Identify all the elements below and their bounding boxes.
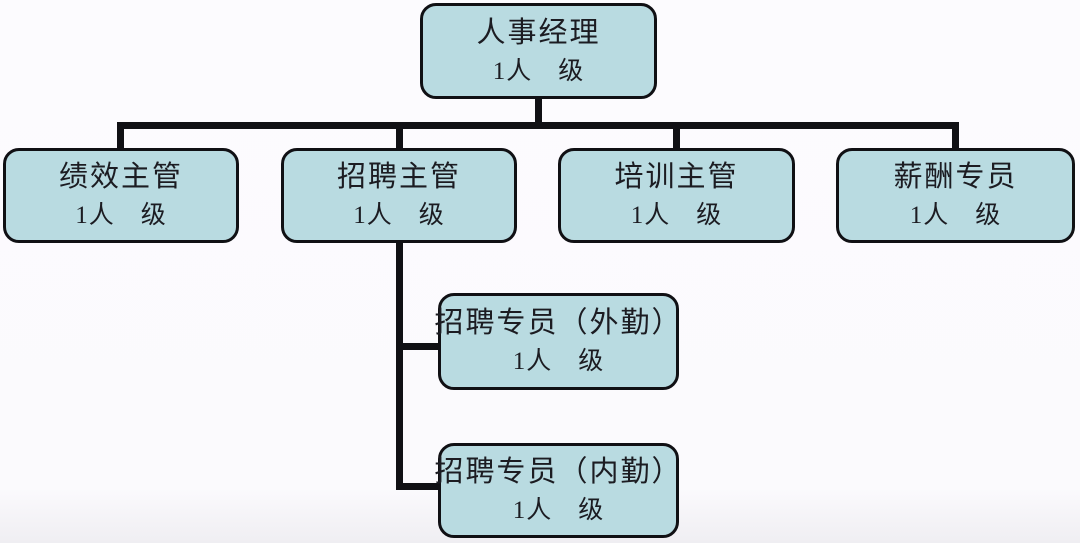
node-title: 招聘专员（外勤） [434,307,683,339]
node-title: 绩效主管 [58,161,183,193]
connector-branch-field-line [400,343,440,350]
connector-drop-training-line [673,122,680,149]
node-headcount-grade: 1人 级 [492,57,585,85]
connector-drop-recruiting-line [396,122,403,149]
connector-drop-performance-line [117,122,124,149]
node-recruiting-supervisor: 招聘主管 1人 级 [281,148,517,243]
node-headcount-grade: 1人 级 [75,202,167,229]
node-hr-manager: 人事经理 1人 级 [420,3,657,99]
node-recruiting-specialist-office: 招聘专员（内勤） 1人 级 [435,443,681,538]
connector-drop-compensation-line [952,122,959,149]
node-headcount-grade: 1人 级 [630,202,723,229]
node-headcount-grade: 1人 级 [512,348,605,375]
node-performance-supervisor: 绩效主管 1人 级 [3,148,239,243]
connector-level2-horizontal-line [117,122,959,129]
node-title: 人事经理 [476,16,601,49]
node-title: 薪酬专员 [893,161,1018,193]
node-headcount-grade: 1人 级 [512,497,605,524]
node-compensation-specialist: 薪酬专员 1人 级 [836,148,1075,243]
node-recruiting-specialist-field: 招聘专员（外勤） 1人 级 [435,293,681,390]
connector-root-stem-line [535,98,542,126]
node-title: 招聘专员（内勤） [434,456,683,488]
node-title: 培训主管 [614,161,739,193]
node-headcount-grade: 1人 级 [353,202,445,229]
node-title: 招聘主管 [336,161,461,193]
node-training-supervisor: 培训主管 1人 级 [558,148,795,243]
connector-branch-office-line [400,483,440,490]
node-headcount-grade: 1人 级 [909,202,1002,229]
connector-recruiting-stem-line [396,242,403,490]
